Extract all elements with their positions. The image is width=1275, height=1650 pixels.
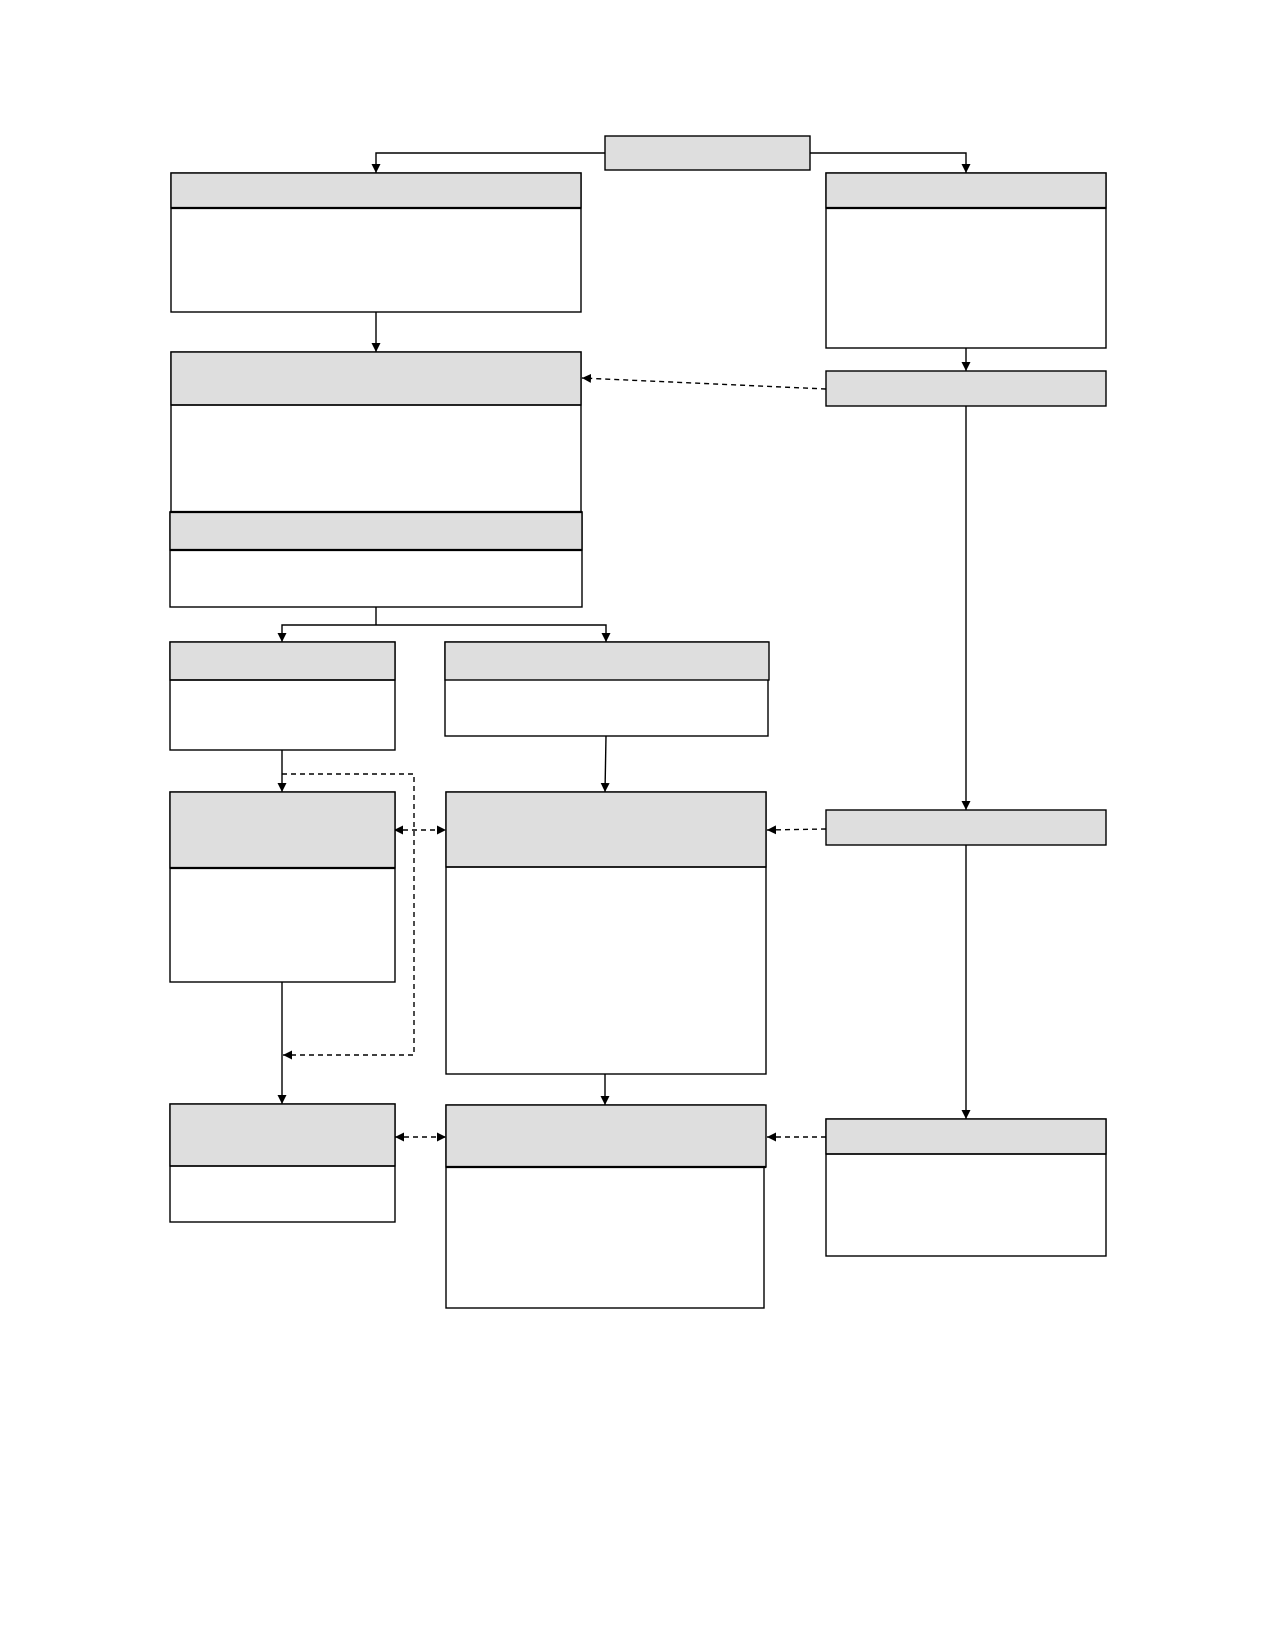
node-col-b-2 (445, 791, 767, 1075)
node-col-a-3 (169, 1103, 396, 1223)
node-col-a-2 (169, 791, 396, 983)
edge-right-2-to-left-2 (581, 373, 827, 390)
node-right-3 (825, 809, 1107, 846)
node-col-b-3 (445, 1104, 767, 1309)
node-right-2 (825, 370, 1107, 407)
edge-col-b-1-to-col-b-2 (600, 735, 610, 793)
edge-right-3-to-col-b-2 (766, 825, 827, 835)
edge-top-to-left-1 (371, 152, 605, 173)
node-left-1 (170, 172, 582, 313)
edge-left-3-to-col-b-1 (376, 624, 611, 642)
node-left-3 (169, 510, 583, 608)
node-right-4 (825, 1118, 1107, 1257)
connectors (277, 152, 971, 1142)
node-top (604, 135, 811, 171)
node-left-2 (170, 351, 582, 513)
edge-col-a-1-to-col-a-3-dashed (282, 773, 415, 1060)
edge-left-3-to-col-a-1 (277, 624, 376, 642)
node-right-1 (825, 172, 1107, 349)
node-col-b-1 (444, 641, 770, 737)
node-col-a-1 (169, 641, 396, 751)
edge-top-to-right-1 (810, 152, 971, 173)
